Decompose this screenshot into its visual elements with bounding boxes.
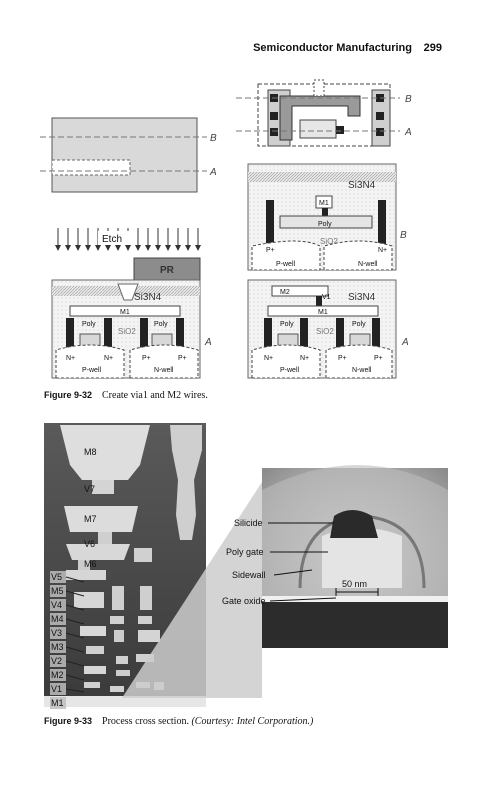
pwell-label: P-well: [276, 261, 296, 268]
layer-label: V5: [51, 572, 62, 582]
figure-9-33-drawing: M8 V7 M7 V6 M6 V5 M5 V4 M4 V3 M3 V2 M2 V…: [44, 423, 448, 709]
section-label-a: A: [401, 337, 409, 348]
caption-text: Create via1 and M2 wires.: [102, 390, 208, 401]
si3n4-label: Si3N4: [348, 292, 376, 303]
pwell-label: P-well: [82, 367, 102, 374]
si3n4-label: Si3N4: [134, 292, 162, 303]
figure-9-32-drawing: B A B A E: [40, 79, 412, 379]
layer-label: M6: [84, 559, 97, 569]
cross-section-top-right: Si3N4 M1 Poly SiO2 P+ N+ P-well N-well B: [247, 163, 407, 271]
etch-label: Etch: [102, 234, 122, 245]
sidewall-label: Sidewall: [232, 570, 266, 580]
nplus-label: N+: [104, 355, 113, 362]
section-label-a: A: [204, 337, 212, 348]
layer-label: M1: [51, 698, 64, 708]
poly-label: Poly: [352, 321, 366, 328]
cross-section-bottom-right: M2 V1 Si3N4 M1 Poly Poly SiO2 N+ N+ P+ P…: [247, 279, 409, 379]
page-number: 299: [423, 42, 442, 54]
pplus-label: P+: [178, 355, 187, 362]
figure-number: Figure 9-32: [44, 390, 93, 400]
poly-gate-label: Poly gate: [226, 547, 264, 557]
layer-label: V7: [84, 484, 95, 494]
section-label-b: B: [405, 94, 412, 105]
sio2-label: SiO2: [320, 237, 338, 246]
layer-label: V3: [51, 628, 62, 638]
pplus-label: P+: [266, 247, 275, 254]
layer-label: V2: [51, 656, 62, 666]
layer-label: V6: [84, 539, 95, 549]
poly-label: Poly: [280, 321, 294, 328]
figure-9-33-caption: Figure 9-33 Process cross section. (Court…: [44, 716, 464, 727]
running-header-title: Semiconductor Manufacturing: [253, 42, 412, 54]
layer-label: M8: [84, 447, 97, 457]
nplus-label: N+: [264, 355, 273, 362]
layer-label: V1: [51, 684, 62, 694]
pplus-label: P+: [338, 355, 347, 362]
section-label-b: B: [210, 133, 217, 144]
layer-labels: M8 V7 M7 V6 M6 V5 M5 V4 M4 V3 M3 V2 M2 V…: [50, 447, 97, 709]
section-label-a: A: [404, 127, 412, 138]
gate-oxide-label: Gate oxide: [222, 596, 266, 606]
sio2-label: SiO2: [118, 327, 136, 336]
caption-courtesy: (Courtesy: Intel Corporation.): [191, 716, 314, 727]
sio2-label: SiO2: [316, 327, 334, 336]
plan-view-right: B A: [236, 79, 412, 147]
nwell-label: N-well: [358, 261, 378, 268]
caption-text: Process cross section.: [102, 716, 189, 727]
poly-label: Poly: [82, 321, 96, 328]
si3n4-label: Si3N4: [348, 180, 376, 191]
figure-9-32-caption: Figure 9-32 Create via1 and M2 wires.: [44, 390, 464, 401]
nwell-label: N-well: [154, 367, 174, 374]
tem-labels: Silicide Poly gate Sidewall Gate oxide 5…: [222, 518, 379, 606]
layer-label: M3: [51, 642, 64, 652]
etch-arrows: Etch: [55, 228, 201, 251]
pwell-label: P-well: [280, 367, 300, 374]
m1-label: M1: [120, 309, 130, 316]
cross-section-bottom-left: Si3N4 M1 Poly Poly SiO2 N+ N+ P+ P+ P-we…: [51, 279, 212, 379]
layer-label: M2: [51, 670, 64, 680]
section-label-a: A: [209, 167, 217, 178]
pplus-label: P+: [374, 355, 383, 362]
layer-arrows: [65, 576, 85, 693]
silicide-label: Silicide: [234, 518, 263, 528]
nplus-label: N+: [66, 355, 75, 362]
m1-label: M1: [319, 200, 329, 207]
plan-view-left: B A: [40, 117, 217, 193]
layer-label: V4: [51, 600, 62, 610]
nwell-label: N-well: [352, 367, 372, 374]
layer-label: M4: [51, 614, 64, 624]
scale-label: 50 nm: [342, 579, 367, 589]
nplus-label: N+: [300, 355, 309, 362]
poly-label: Poly: [318, 221, 332, 228]
m2-label: M2: [280, 289, 290, 296]
nplus-label: N+: [378, 247, 387, 254]
v1-label: V1: [322, 294, 331, 301]
m1-label: M1: [318, 309, 328, 316]
pr-label: PR: [160, 265, 175, 276]
layer-label: M5: [51, 586, 64, 596]
section-label-b: B: [400, 230, 407, 241]
poly-label: Poly: [154, 321, 168, 328]
layer-label: M7: [84, 514, 97, 524]
figure-number: Figure 9-33: [44, 716, 93, 726]
running-header: Semiconductor Manufacturing 299: [0, 42, 488, 58]
pplus-label: P+: [142, 355, 151, 362]
